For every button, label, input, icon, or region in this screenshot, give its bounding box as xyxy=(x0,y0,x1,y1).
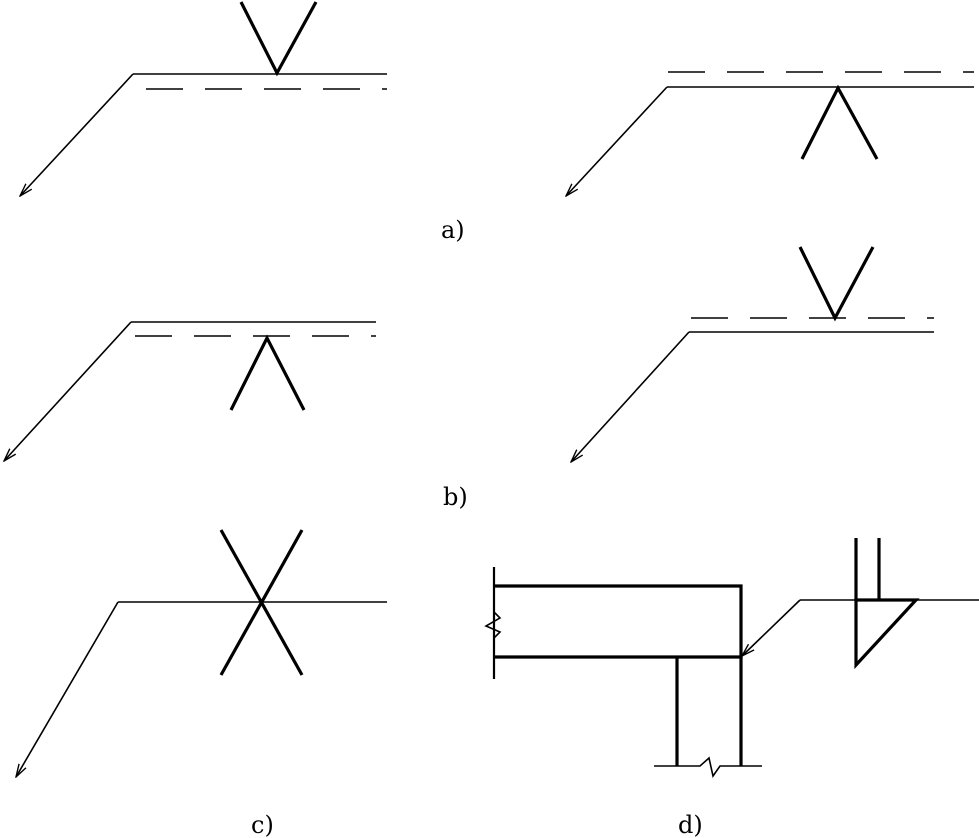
panel-c xyxy=(16,529,387,777)
leader-arrow xyxy=(571,331,690,462)
panel-d xyxy=(484,538,979,778)
panel-b-right xyxy=(571,246,934,462)
break-symbol-left xyxy=(484,611,502,639)
horizontal-plate-outline xyxy=(494,584,743,659)
break-symbol-bottom xyxy=(654,756,762,778)
leader-arrow xyxy=(16,601,119,777)
leader-arrow xyxy=(20,73,134,196)
double-v-weld-symbol-stroke-2 xyxy=(219,529,304,676)
v-groove-weld-symbol-icon xyxy=(798,246,875,322)
fillet-weld-symbol-icon xyxy=(854,598,920,670)
figure-label-a: a) xyxy=(441,216,465,244)
leader-arrow xyxy=(742,599,801,656)
panel-b-left xyxy=(4,321,376,461)
v-groove-weld-symbol-icon xyxy=(239,1,318,77)
figure-label-d: d) xyxy=(678,811,703,838)
panel-a-left xyxy=(20,1,387,196)
figure-label-b: b) xyxy=(443,483,468,511)
figure-label-c: c) xyxy=(251,811,274,838)
v-groove-weld-symbol-icon xyxy=(800,84,879,160)
panel-a-right xyxy=(566,71,974,196)
leader-arrow xyxy=(4,321,132,461)
leader-arrow xyxy=(566,86,668,196)
v-groove-weld-symbol-icon xyxy=(229,334,306,411)
